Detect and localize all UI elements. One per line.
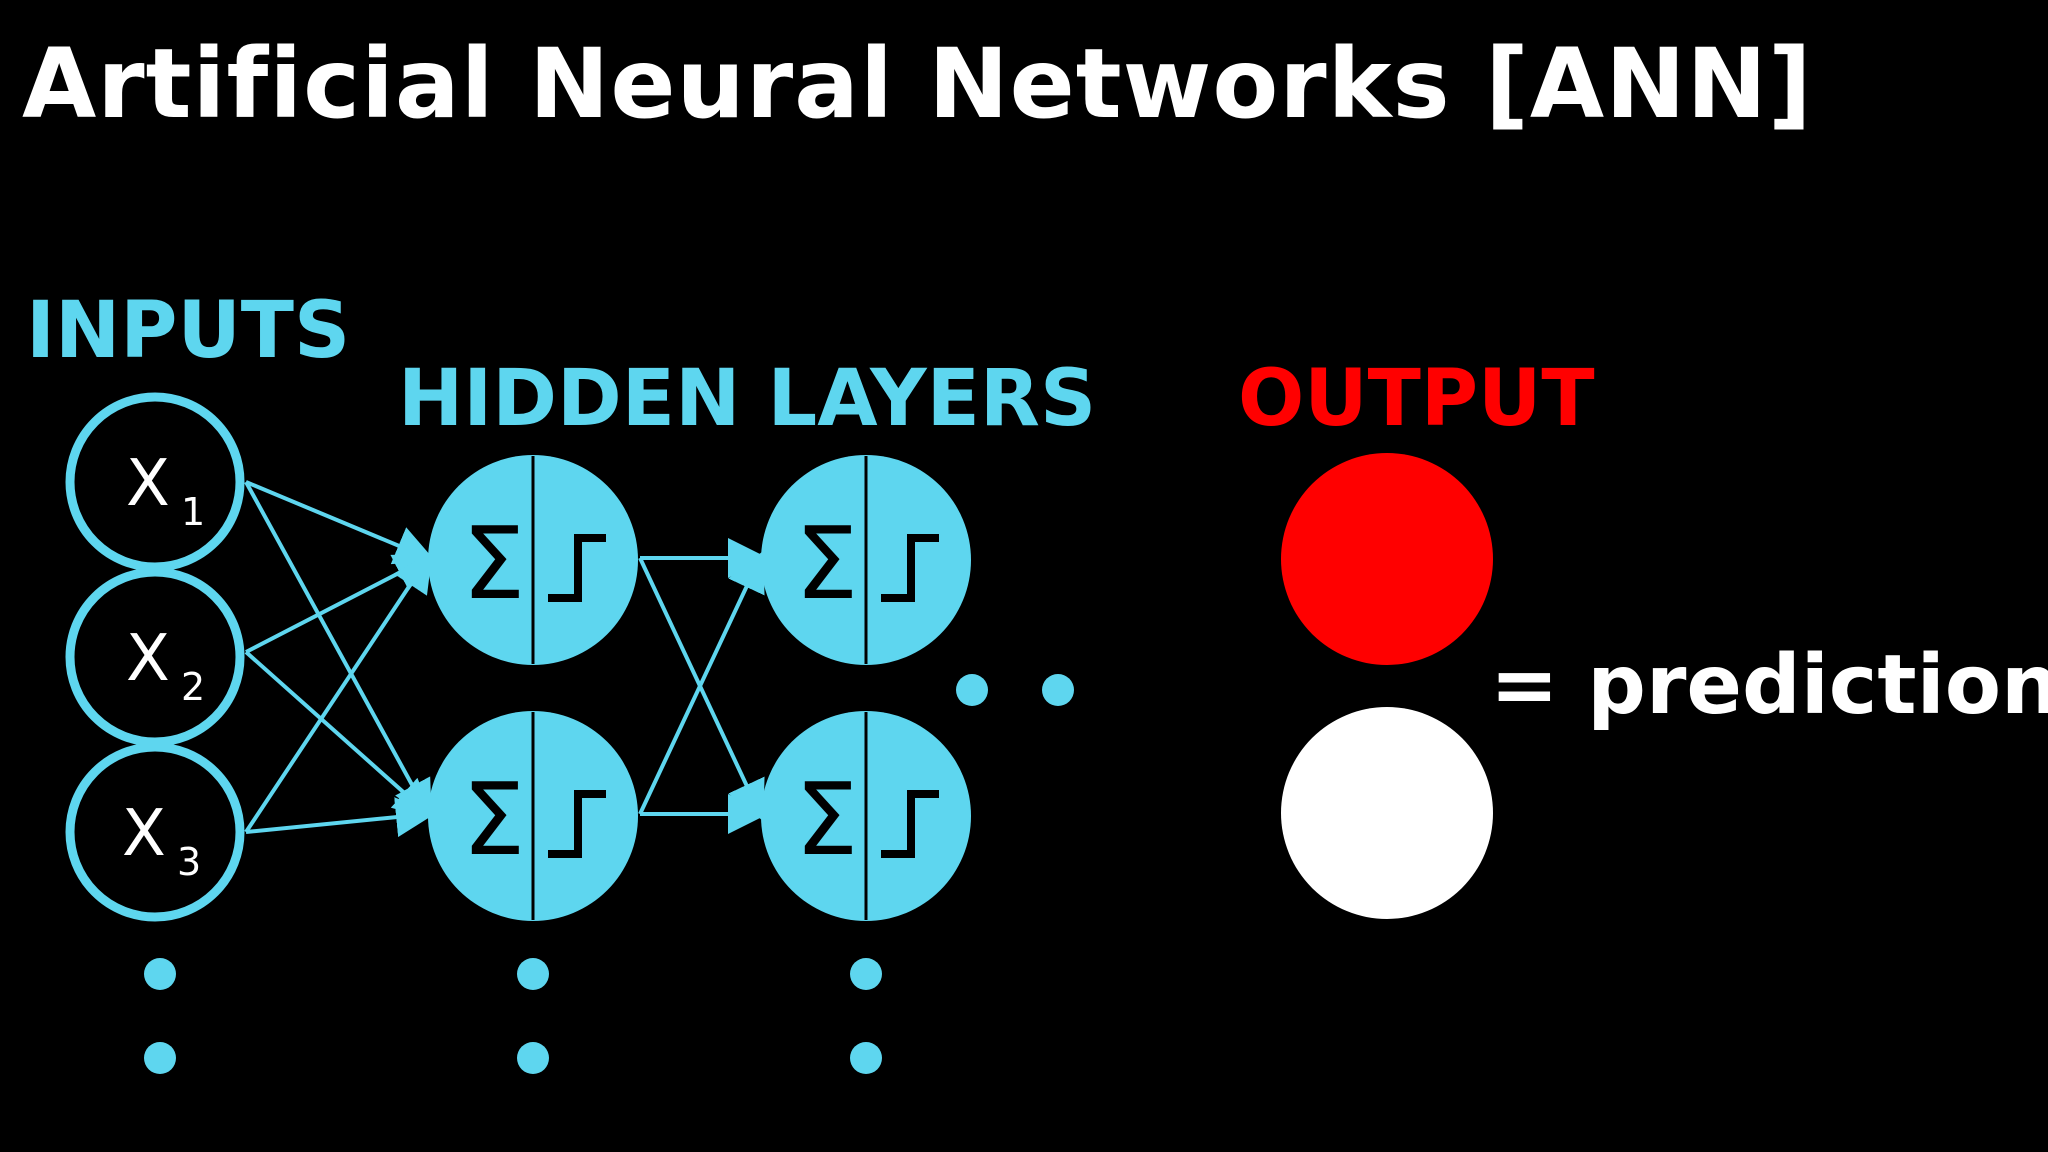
input-node-x1: X 1 — [65, 392, 245, 572]
step-function-icon — [548, 534, 606, 602]
hidden-node: Σ — [428, 711, 638, 921]
hidden-layers-label: HIDDEN LAYERS — [398, 354, 1097, 444]
hidden-layer-1: Σ Σ — [428, 455, 638, 921]
sum-symbol: Σ — [795, 505, 858, 622]
sum-symbol: Σ — [462, 761, 525, 878]
connections-input-hidden — [244, 480, 436, 838]
output-nodes — [1281, 453, 1493, 919]
input-node-x3-label: X — [122, 797, 166, 871]
connections-hidden-hidden — [638, 538, 768, 834]
input-node-x2: X 2 — [65, 567, 245, 747]
input-node-x2-subscript: 2 — [181, 665, 205, 709]
sum-symbol: Σ — [462, 505, 525, 622]
connection-x2-h1a — [245, 554, 436, 654]
step-function-icon — [881, 790, 939, 858]
hidden-node: Σ — [761, 455, 971, 665]
connection-x1-h1b — [244, 481, 432, 822]
predictions-label: = predictions — [1490, 638, 2048, 733]
output-node-inactive — [1281, 707, 1493, 919]
output-label: OUTPUT — [1238, 354, 1595, 444]
hidden-layer-2: Σ Σ — [761, 455, 971, 921]
continuation-dots-horizontal — [956, 674, 1074, 706]
connection-h1b-h2a — [638, 550, 765, 815]
input-node-x2-label: X — [126, 622, 170, 696]
connection-x1-h1a — [245, 480, 436, 565]
hidden-node: Σ — [761, 711, 971, 921]
inputs-label: INPUTS — [26, 286, 351, 376]
sum-symbol: Σ — [795, 761, 858, 878]
input-nodes: X 1 X 2 X 3 — [65, 392, 245, 922]
input-node-x3: X 3 — [65, 742, 245, 922]
connection-x2-h1b — [244, 650, 434, 820]
page-title: Artificial Neural Networks [ANN] — [22, 28, 1813, 140]
step-function-icon — [881, 534, 939, 602]
output-node-active — [1281, 453, 1493, 665]
input-node-x1-subscript: 1 — [181, 490, 205, 534]
connection-x3-h1b — [245, 797, 436, 838]
hidden-node: Σ — [428, 455, 638, 665]
connection-x3-h1a — [244, 551, 433, 834]
input-node-x3-subscript: 3 — [177, 840, 201, 884]
continuation-dots-vertical — [144, 958, 882, 1074]
step-function-icon — [548, 790, 606, 858]
input-node-x1-label: X — [126, 447, 170, 521]
